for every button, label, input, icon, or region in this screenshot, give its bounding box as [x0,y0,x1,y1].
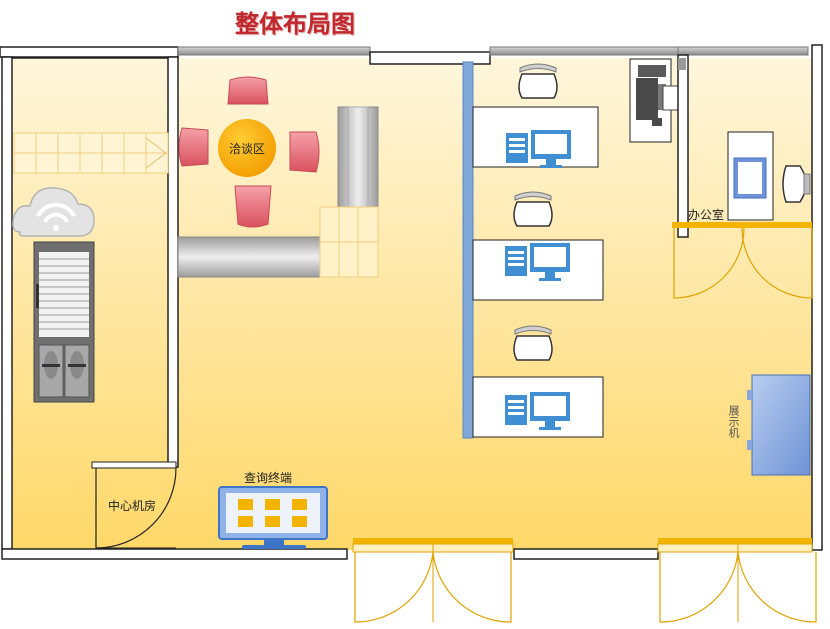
printer-icon [629,58,684,143]
display-machine-icon [747,374,811,476]
query-terminal-icon [218,486,328,549]
cloud-wifi-icon [12,187,95,237]
server-rack-icon [33,241,95,403]
meeting-table [178,76,320,228]
office-desk [727,131,811,221]
display-machine-label: 展示机 [727,405,740,438]
diagram-title: 整体布局图 [235,9,355,38]
workstation-3 [472,325,604,438]
workstation-1 [472,63,599,168]
query-terminal-label: 查询终端 [244,471,293,485]
workstation-2 [472,191,604,301]
server-room-label: 中心机房 [108,499,157,513]
office-label: 办公室 [688,208,725,222]
meeting-area-label: 洽谈区 [228,142,266,156]
